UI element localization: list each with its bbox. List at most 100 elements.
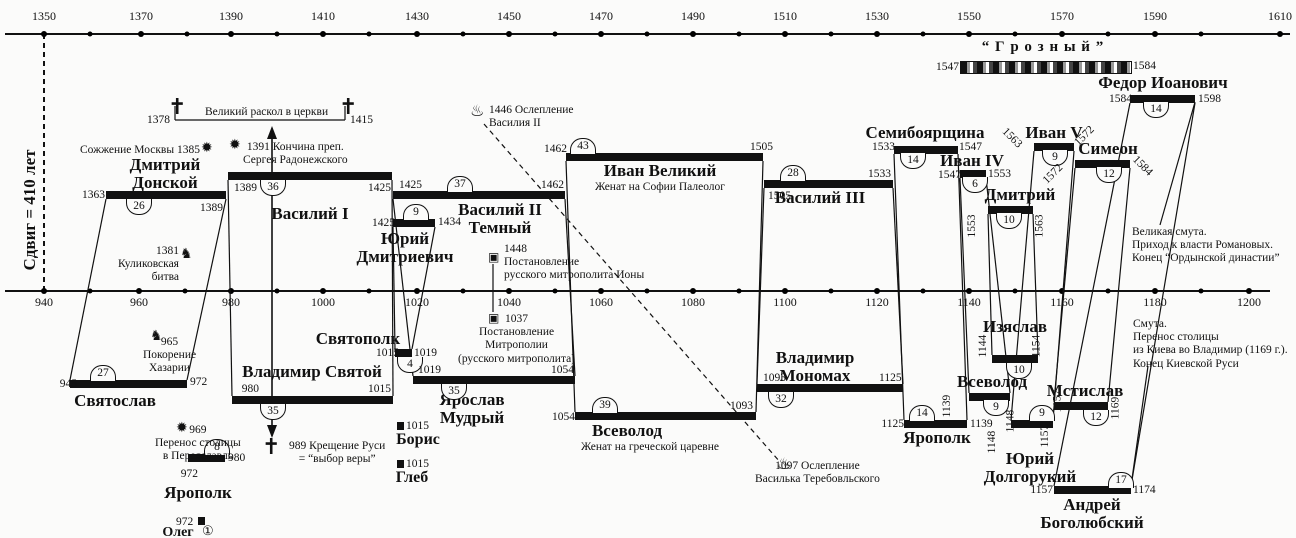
ruler-name: Иван V <box>1025 123 1083 142</box>
bottom-axis-tick-label: 1140 <box>957 295 981 309</box>
parallel-connector <box>1032 213 1039 356</box>
bottom-axis-tick-label: 1100 <box>773 295 797 309</box>
khazaria-label: 965 Покорение Хазарии <box>143 336 197 375</box>
top-axis-minor-tick <box>920 31 926 37</box>
oleg-year: 972 <box>176 516 194 528</box>
square-icon: ▣ <box>488 250 500 264</box>
top-axis-tick-label: 1490 <box>681 9 705 23</box>
gleb-year: 1015 <box>406 458 429 470</box>
ruler-bar <box>413 376 575 384</box>
schism-start-year: 1378 <box>147 114 170 126</box>
ruler-name: Ярослав Мудрый <box>439 390 505 427</box>
ruler-start-year: 1125 <box>881 418 904 430</box>
ruler-start-year: 1157 <box>1038 424 1051 448</box>
top-axis-tick-label: 1410 <box>311 9 335 23</box>
ruler-start-year: 1363 <box>82 189 105 201</box>
bottom-axis-tick <box>1246 288 1252 294</box>
ruler-bar <box>969 393 1010 401</box>
ruler-note: Женат на Софии Палеолог <box>594 181 726 193</box>
ruler-name: Всеволод <box>956 372 1028 391</box>
ruler-end-year: 1019 <box>414 347 437 359</box>
ruler-start-year: 1144 <box>976 334 989 358</box>
top-axis-tick-label: 1450 <box>497 9 521 23</box>
parallel-connector <box>1130 102 1196 487</box>
bottom-axis-minor-tick <box>274 288 280 294</box>
bottom-axis-tick <box>414 288 420 294</box>
bottom-axis-minor-tick <box>736 288 742 294</box>
ruler-end-year: 1553 <box>988 168 1011 180</box>
parallel-connector <box>893 153 905 421</box>
ruler-bar <box>1011 420 1053 428</box>
ruler-bar <box>960 170 986 178</box>
ruler-name: “ Г р о з н ы й ” <box>981 39 1105 55</box>
ruler-duration-badge: 43 <box>570 138 596 154</box>
ruler-name: Иван IV <box>940 151 1004 170</box>
ruler-end-year: 1389 <box>200 202 223 214</box>
bottom-axis-minor-tick <box>644 288 650 294</box>
top-axis-tick-label: 1550 <box>957 9 981 23</box>
ruler-start-year: 945 <box>59 378 77 390</box>
top-axis-tick <box>320 31 326 37</box>
top-axis-tick-label: 1390 <box>219 9 243 23</box>
ruler-end-year: 1462 <box>541 179 564 191</box>
boris-mark <box>397 422 404 430</box>
top-axis-tick-label: 1570 <box>1050 9 1074 23</box>
oleg-name: Олег <box>162 525 194 538</box>
ruler-start-year: 972 <box>180 468 198 480</box>
bottom-axis-tick-label: 1080 <box>681 295 705 309</box>
bottom-axis-tick-label: 1040 <box>497 295 521 309</box>
top-axis-minor-tick <box>184 31 190 37</box>
cross-icon: ✝ <box>262 434 281 459</box>
bottom-axis-tick <box>966 288 972 294</box>
top-axis-minor-tick <box>87 31 93 37</box>
ruler-end-year: 1125 <box>879 372 902 384</box>
top-axis-minor-tick <box>644 31 650 37</box>
top-axis-tick-label: 1370 <box>129 9 153 23</box>
top-axis-tick <box>782 31 788 37</box>
bottom-axis-tick-label: 1160 <box>1050 295 1074 309</box>
top-axis-tick-label: 1510 <box>773 9 797 23</box>
top-axis-tick <box>1152 31 1158 37</box>
top-axis-minor-tick <box>1012 31 1018 37</box>
ruler-end-year: 1425 <box>368 182 391 194</box>
great-troubles-label: Великая смута. Приход к власти Романовых… <box>1132 226 1280 265</box>
ruler-bar <box>393 191 565 199</box>
ruler-bar <box>894 146 958 154</box>
sun-icon: ✹ <box>229 138 241 153</box>
ruler-bar <box>764 180 893 188</box>
horseman-icon: ♞ <box>150 329 163 344</box>
ruler-end-year: 1598 <box>1198 93 1221 105</box>
ruler-name: Изяслав <box>982 317 1048 336</box>
top-axis-tick <box>874 31 880 37</box>
top-axis-minor-tick <box>366 31 372 37</box>
ruler-bar <box>70 380 187 388</box>
ruler-start-year: 1093 <box>763 372 786 384</box>
cross-icon: ✝ <box>339 94 358 119</box>
ruler-bar <box>393 219 435 227</box>
ruler-duration-badge: 8 <box>204 439 230 455</box>
bottom-axis-tick <box>228 288 234 294</box>
bottom-axis-tick-label: 1060 <box>589 295 613 309</box>
parallel-connector <box>987 213 993 356</box>
troubles-link <box>1130 365 1149 487</box>
boris-name: Борис <box>396 431 440 448</box>
ruler-end-year: 1093 <box>730 400 753 412</box>
ruler-name: Ярополк <box>164 483 232 502</box>
ruler-bar <box>1054 486 1131 494</box>
boris-year: 1015 <box>406 420 429 432</box>
ruler-bar <box>757 384 903 392</box>
ruler-name: Федор Иоанович <box>1098 73 1228 92</box>
ruler-name: Иван Великий <box>603 161 717 180</box>
bottom-axis-tick <box>1152 288 1158 294</box>
bottom-axis-minor-tick <box>828 288 834 294</box>
pereyaslavl-label: 969 Перенос столицы в Переяславль <box>155 424 241 463</box>
horseman-icon: ♞ <box>180 247 193 262</box>
ruler-bar <box>575 412 756 420</box>
top-axis-tick-label: 1350 <box>32 9 56 23</box>
bottom-axis-minor-tick <box>920 288 926 294</box>
ruler-name: Святослав <box>74 391 156 410</box>
ruler-duration-badge: 39 <box>592 397 618 413</box>
top-axis-tick <box>228 31 234 37</box>
ruler-start-year: 1389 <box>234 182 257 194</box>
square-icon: ▣ <box>488 311 500 325</box>
